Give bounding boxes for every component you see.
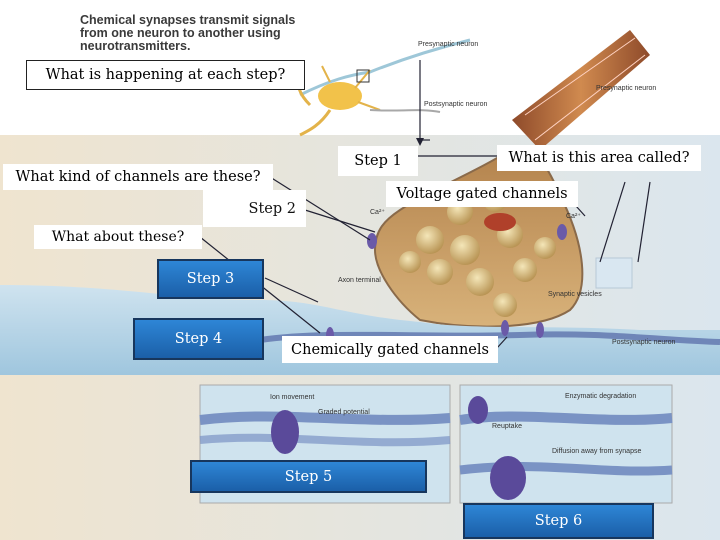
step-3-box: Step 3 <box>157 259 264 299</box>
ca-ion-label-2: Ca²⁺ <box>566 213 581 220</box>
question-each-step: What is happening at each step? <box>26 60 305 90</box>
svg-text:Diffusion away from synapse: Diffusion away from synapse <box>552 448 641 455</box>
figure-caption: Chemical synapses transmit signals from … <box>80 14 295 53</box>
answer-chemically-gated: Chemically gated channels <box>282 336 498 363</box>
svg-text:Graded potential: Graded potential <box>318 409 370 416</box>
question-area-called: What is this area called? <box>497 145 701 171</box>
magnify-box <box>356 69 370 83</box>
postsynaptic-neuron-label: Postsynaptic neuron <box>612 339 676 346</box>
line-voltage-gated <box>575 205 586 217</box>
neuron-inset: Presynaptic neuron Postsynaptic neuron <box>296 38 488 137</box>
line-step2 <box>304 209 376 233</box>
presynaptic-neuron-label: Presynaptic neuron <box>596 85 656 92</box>
svg-text:Ion movement: Ion movement <box>270 394 314 401</box>
question-kind-of-channels: What kind of channels are these? <box>3 164 273 190</box>
answer-voltage-gated: Voltage gated channels <box>386 181 578 207</box>
line-step3 <box>264 277 319 303</box>
inset-postsynaptic-label: Postsynaptic neuron <box>424 101 488 108</box>
line-area-called-1 <box>599 181 626 263</box>
axon-terminal-label: Axon terminal <box>338 277 381 284</box>
inset-presynaptic-label: Presynaptic neuron <box>418 41 478 48</box>
axon <box>512 30 650 150</box>
svg-text:Enzymatic degradation: Enzymatic degradation <box>565 393 636 400</box>
step-2-box: Step 2 <box>203 190 306 227</box>
ca-ion-label-1: Ca²⁺ <box>370 209 385 216</box>
step-6-box: Step 6 <box>463 503 654 539</box>
caption-line-1: Chemical synapses transmit signals <box>80 13 296 27</box>
question-about-these: What about these? <box>34 225 202 249</box>
svg-text:Reuptake: Reuptake <box>492 423 522 430</box>
inset-neurotransmitter-removal: Enzymatic degradation Reuptake Diffusion… <box>459 384 673 504</box>
step-5-box: Step 5 <box>190 460 427 493</box>
line-chemically-gated <box>496 336 508 349</box>
step-1-box: Step 1 <box>338 146 418 176</box>
line-area-called-2 <box>637 181 651 263</box>
step-4-box: Step 4 <box>133 318 264 360</box>
synaptic-vesicles-label: Synaptic vesicles <box>548 291 602 298</box>
receptors <box>326 224 567 343</box>
caption-line-3: neurotransmitters. <box>80 39 191 53</box>
line-kind-of-channels <box>269 176 371 241</box>
caption-line-2: from one neuron to another using <box>80 26 281 40</box>
